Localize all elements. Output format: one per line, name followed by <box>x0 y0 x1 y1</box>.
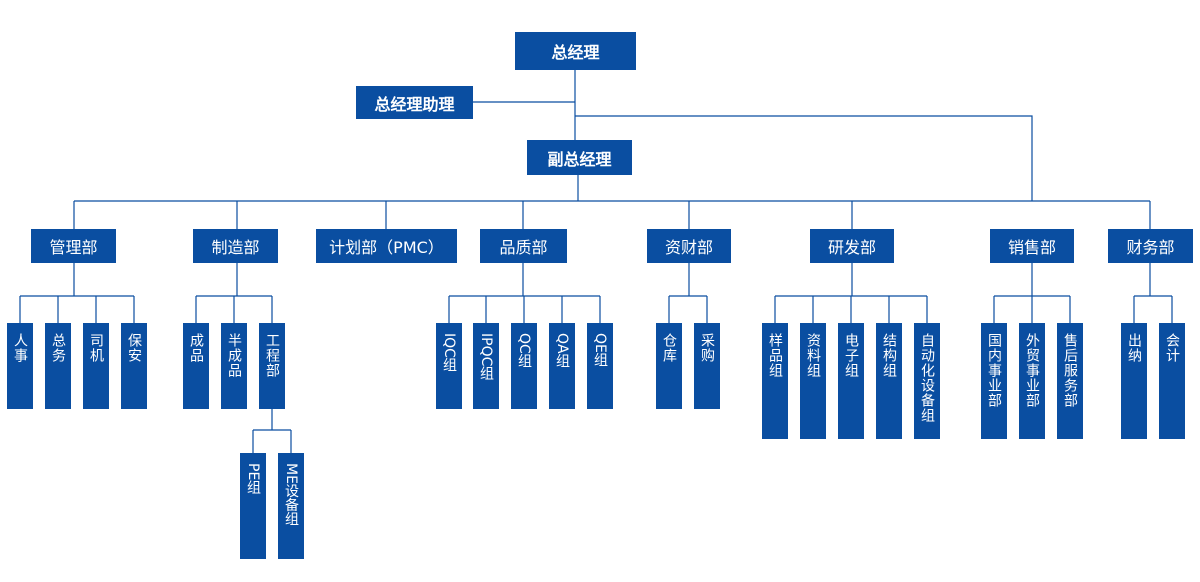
unit-label: 自动化设备组 <box>919 333 935 423</box>
unit-box: 电子组 <box>838 323 864 439</box>
unit-label: 出纳 <box>1126 333 1142 363</box>
dept-materials: 资财部 <box>647 229 731 263</box>
dept-management: 管理部 <box>31 229 116 263</box>
unit-box: 保安 <box>121 323 147 409</box>
unit-label: 成品 <box>188 333 204 363</box>
dept-label: 销售部 <box>1007 238 1056 257</box>
unit-label: 国内事业部 <box>986 333 1002 408</box>
dept-label: 计划部（PMC） <box>329 238 444 257</box>
dept-rnd: 研发部 <box>810 229 894 263</box>
unit-label: 外贸事业部 <box>1024 333 1040 408</box>
unit-box: QA组 <box>549 323 575 409</box>
unit-label: 售后服务部 <box>1062 333 1078 408</box>
dept-sales: 销售部 <box>990 229 1074 263</box>
unit-box: 样品组 <box>762 323 788 439</box>
unit-label: QA组 <box>554 333 570 368</box>
unit-box: 仓库 <box>656 323 682 409</box>
unit-box: 国内事业部 <box>981 323 1007 439</box>
gm-assistant-label: 总经理助理 <box>374 94 455 114</box>
unit-label: 半成品 <box>226 333 242 378</box>
dept-label: 管理部 <box>49 238 98 257</box>
connector <box>252 409 292 453</box>
deputy-gm-box: 副总经理 <box>527 140 632 175</box>
dept-label: 资财部 <box>664 238 713 257</box>
unit-box: 出纳 <box>1121 323 1147 439</box>
unit-label: 资料组 <box>805 333 821 378</box>
unit-box: QC组 <box>511 323 537 409</box>
unit-label: 电子组 <box>843 333 859 378</box>
unit-label: 司机 <box>88 333 104 363</box>
dept-label: 品质部 <box>499 238 548 257</box>
unit-box: 人事 <box>7 323 33 409</box>
unit-label: 结构组 <box>881 333 897 378</box>
connector <box>195 263 273 323</box>
unit-box: IQC组 <box>436 323 462 409</box>
gm-assistant-box: 总经理助理 <box>356 86 473 119</box>
connector <box>448 263 601 323</box>
gm-box: 总经理 <box>515 32 636 70</box>
unit-label: 总务 <box>50 333 66 363</box>
unit-box: PE组 <box>240 453 266 559</box>
gm-label: 总经理 <box>551 43 600 62</box>
unit-box: 外贸事业部 <box>1019 323 1045 439</box>
unit-box: 采购 <box>694 323 720 409</box>
unit-box: 司机 <box>83 323 109 409</box>
deputy-gm-label: 副总经理 <box>547 149 612 169</box>
unit-box: 成品 <box>183 323 209 409</box>
connector <box>668 263 708 323</box>
dept-finance: 财务部 <box>1108 229 1193 263</box>
dept-label: 制造部 <box>211 238 260 257</box>
unit-box: ME设备组 <box>278 453 304 559</box>
connector <box>993 263 1071 323</box>
unit-label: 仓库 <box>661 333 677 363</box>
unit-box: 工程部 <box>259 323 285 409</box>
unit-box: IPQC组 <box>473 323 499 409</box>
dept-planning: 计划部（PMC） <box>316 229 457 263</box>
unit-box: 半成品 <box>221 323 247 409</box>
unit-label: IPQC组 <box>478 333 494 381</box>
unit-label: 样品组 <box>767 333 783 378</box>
dept-label: 财务部 <box>1126 238 1175 257</box>
unit-label: QC组 <box>516 333 532 368</box>
unit-box: 自动化设备组 <box>914 323 940 439</box>
connector <box>774 263 928 323</box>
dept-quality: 品质部 <box>480 229 567 263</box>
unit-box: 资料组 <box>800 323 826 439</box>
unit-box: 结构组 <box>876 323 902 439</box>
unit-label: ME设备组 <box>283 463 299 526</box>
unit-label: IQC组 <box>441 333 457 372</box>
dept-manufacturing: 制造部 <box>193 229 278 263</box>
unit-box: 会计 <box>1159 323 1185 439</box>
unit-label: 工程部 <box>264 333 280 378</box>
unit-box: QE组 <box>587 323 613 409</box>
unit-label: PE组 <box>245 463 261 495</box>
unit-label: QE组 <box>592 333 608 367</box>
unit-box: 总务 <box>45 323 71 409</box>
connector <box>19 263 135 323</box>
unit-label: 保安 <box>126 333 142 363</box>
unit-label: 采购 <box>699 333 715 363</box>
connector <box>73 201 1151 229</box>
dept-label: 研发部 <box>827 238 876 257</box>
unit-label: 人事 <box>12 333 28 363</box>
connector <box>575 115 1033 201</box>
unit-box: 售后服务部 <box>1057 323 1083 439</box>
connector <box>1133 263 1173 323</box>
unit-label: 会计 <box>1164 333 1180 363</box>
